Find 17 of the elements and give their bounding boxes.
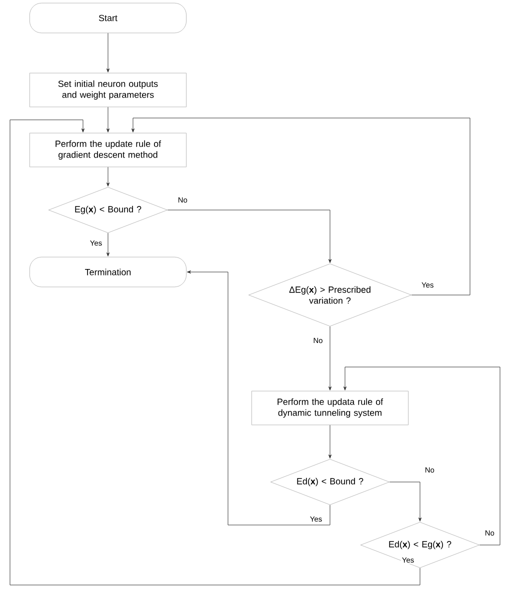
terminal-box: Start [29,2,187,34]
arrow [106,32,110,72]
arrow [186,270,330,526]
process-box: Set initial neuron outputs and weight parameters [29,72,187,108]
arrow [106,106,110,132]
arrow [343,366,500,546]
arrow [167,210,332,264]
arrow [106,166,110,186]
arrow [131,118,470,296]
arrow [328,424,332,458]
arrow [328,326,332,390]
arrow [106,232,110,256]
terminal-box: Termination [29,256,187,288]
process-box: Perform the update rule of gradient descent method [29,132,187,168]
arrow [10,120,420,586]
arrow [389,482,422,522]
process-box: Perform the updata rule of dynamic tunneling system [251,390,409,426]
